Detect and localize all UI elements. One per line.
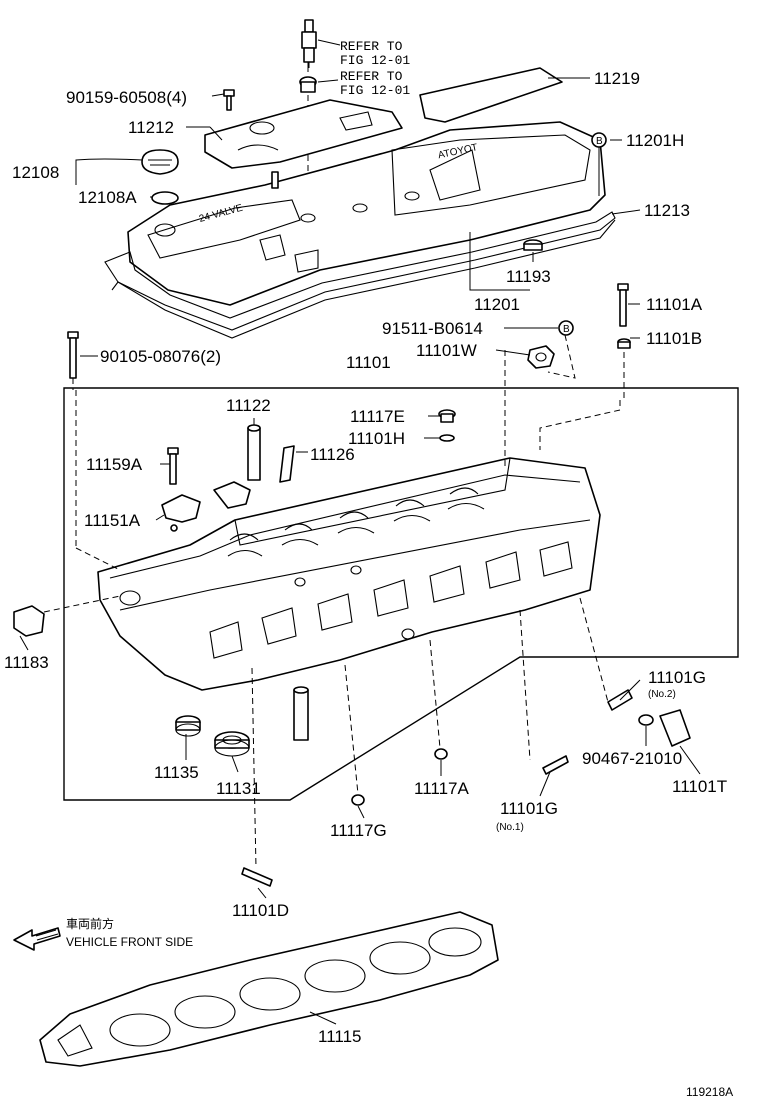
seal-11131-icon xyxy=(214,731,250,757)
label-11151A: 11151A xyxy=(84,511,141,530)
seal-11135-icon xyxy=(175,715,201,737)
label-11183: 11183 xyxy=(4,653,49,672)
label-11212: 11212 xyxy=(128,118,174,137)
hose-11101T-icon xyxy=(659,709,691,747)
label-11117A: 11117A xyxy=(414,779,469,798)
sensor-11101W-icon xyxy=(527,345,555,369)
label-11101A: 11101A xyxy=(646,295,703,314)
label-11219: 11219 xyxy=(594,69,640,88)
label-11101W: 11101W xyxy=(416,341,477,360)
direction-jp: 車両前方 xyxy=(66,916,114,931)
refer-1-line-a: REFER TO xyxy=(340,39,403,54)
label-12108: 12108 xyxy=(12,163,59,182)
stud-11101D-icon xyxy=(241,867,273,887)
label-11101G-no2: 11101G xyxy=(648,668,706,687)
cap-11117E-icon xyxy=(438,409,456,423)
label-11115: 11115 xyxy=(318,1027,362,1046)
note-11101G-no2: (No.2) xyxy=(648,689,676,700)
label-12108A: 12108A xyxy=(78,188,137,207)
washer-11101B-icon xyxy=(617,338,631,400)
label-11101H: 11101H xyxy=(348,429,405,448)
direction-en: VEHICLE FRONT SIDE xyxy=(66,935,193,949)
circle-b-text-2: B xyxy=(563,324,570,335)
label-11101G-no1: 11101G xyxy=(500,799,558,818)
label-11101: 11101 xyxy=(346,353,391,372)
refer-1-line-b: FIG 12-01 xyxy=(340,53,410,68)
note-11101G-no1: (No.1) xyxy=(496,822,524,833)
refer-2-line-a: REFER TO xyxy=(340,69,403,84)
label-11117E: 11117E xyxy=(350,407,405,426)
head-gasket-icon xyxy=(39,911,499,1067)
label-11131: 11131 xyxy=(216,779,261,798)
label-11159A: 11159A xyxy=(86,455,143,474)
diagram-id: 119218A xyxy=(686,1085,733,1099)
vehicle-front-arrow-icon xyxy=(13,927,61,951)
stud-11101G-no1-icon xyxy=(542,755,569,775)
label-11135: 11135 xyxy=(154,763,199,782)
circle-b-marker-2-icon xyxy=(558,320,574,336)
bolt-11101A-icon xyxy=(617,283,629,327)
label-90159: 90159-60508(4) xyxy=(66,88,187,107)
label-11213: 11213 xyxy=(644,201,690,220)
plug-11117G-icon xyxy=(351,794,365,806)
label-11201H: 11201H xyxy=(626,131,684,150)
label-11122: 11122 xyxy=(226,396,271,415)
cover-plate-11219-icon xyxy=(419,67,563,123)
cover-plate-11212-icon xyxy=(204,99,403,169)
label-11101B: 11101B xyxy=(646,329,702,348)
label-11193: 11193 xyxy=(506,267,551,286)
bracket-11151A-icon xyxy=(161,481,251,532)
refer-2-line-b: FIG 12-01 xyxy=(340,83,410,98)
oil-filler-cap-icon xyxy=(141,149,179,175)
plug-11183-icon xyxy=(13,605,45,637)
plug-11117A-icon xyxy=(434,748,448,760)
label-90467: 90467-21010 xyxy=(582,749,682,768)
gasket-11101H-icon xyxy=(439,434,455,442)
tube-icon xyxy=(293,686,309,741)
label-11126: 11126 xyxy=(310,445,355,464)
circle-b-text: B xyxy=(596,136,603,147)
cylinder-head-group-outline xyxy=(63,387,739,801)
grommet-11193-icon xyxy=(523,239,543,251)
pin-11126-icon xyxy=(279,445,295,483)
head-cover-gasket-icon xyxy=(104,211,616,331)
cylinder-head-cover-icon xyxy=(127,121,606,306)
bolt-11159A-icon xyxy=(167,447,179,485)
bushing-11122-icon xyxy=(247,424,261,481)
clamp-90467-icon xyxy=(638,714,654,726)
label-11101T: 11101T xyxy=(672,777,727,796)
label-11117G: 11117G xyxy=(330,821,387,840)
spark-plug-icon xyxy=(301,19,317,70)
cap-gasket-icon xyxy=(151,191,179,205)
bolt-90159-icon xyxy=(223,89,235,111)
label-91511: 91511-B0614 xyxy=(382,319,483,338)
cylinder-head-icon xyxy=(97,457,601,691)
bolt-90105-icon xyxy=(67,331,79,390)
label-11201: 11201 xyxy=(474,295,520,314)
label-90105: 90105-08076(2) xyxy=(100,347,221,366)
label-11101D: 11101D xyxy=(232,901,289,920)
